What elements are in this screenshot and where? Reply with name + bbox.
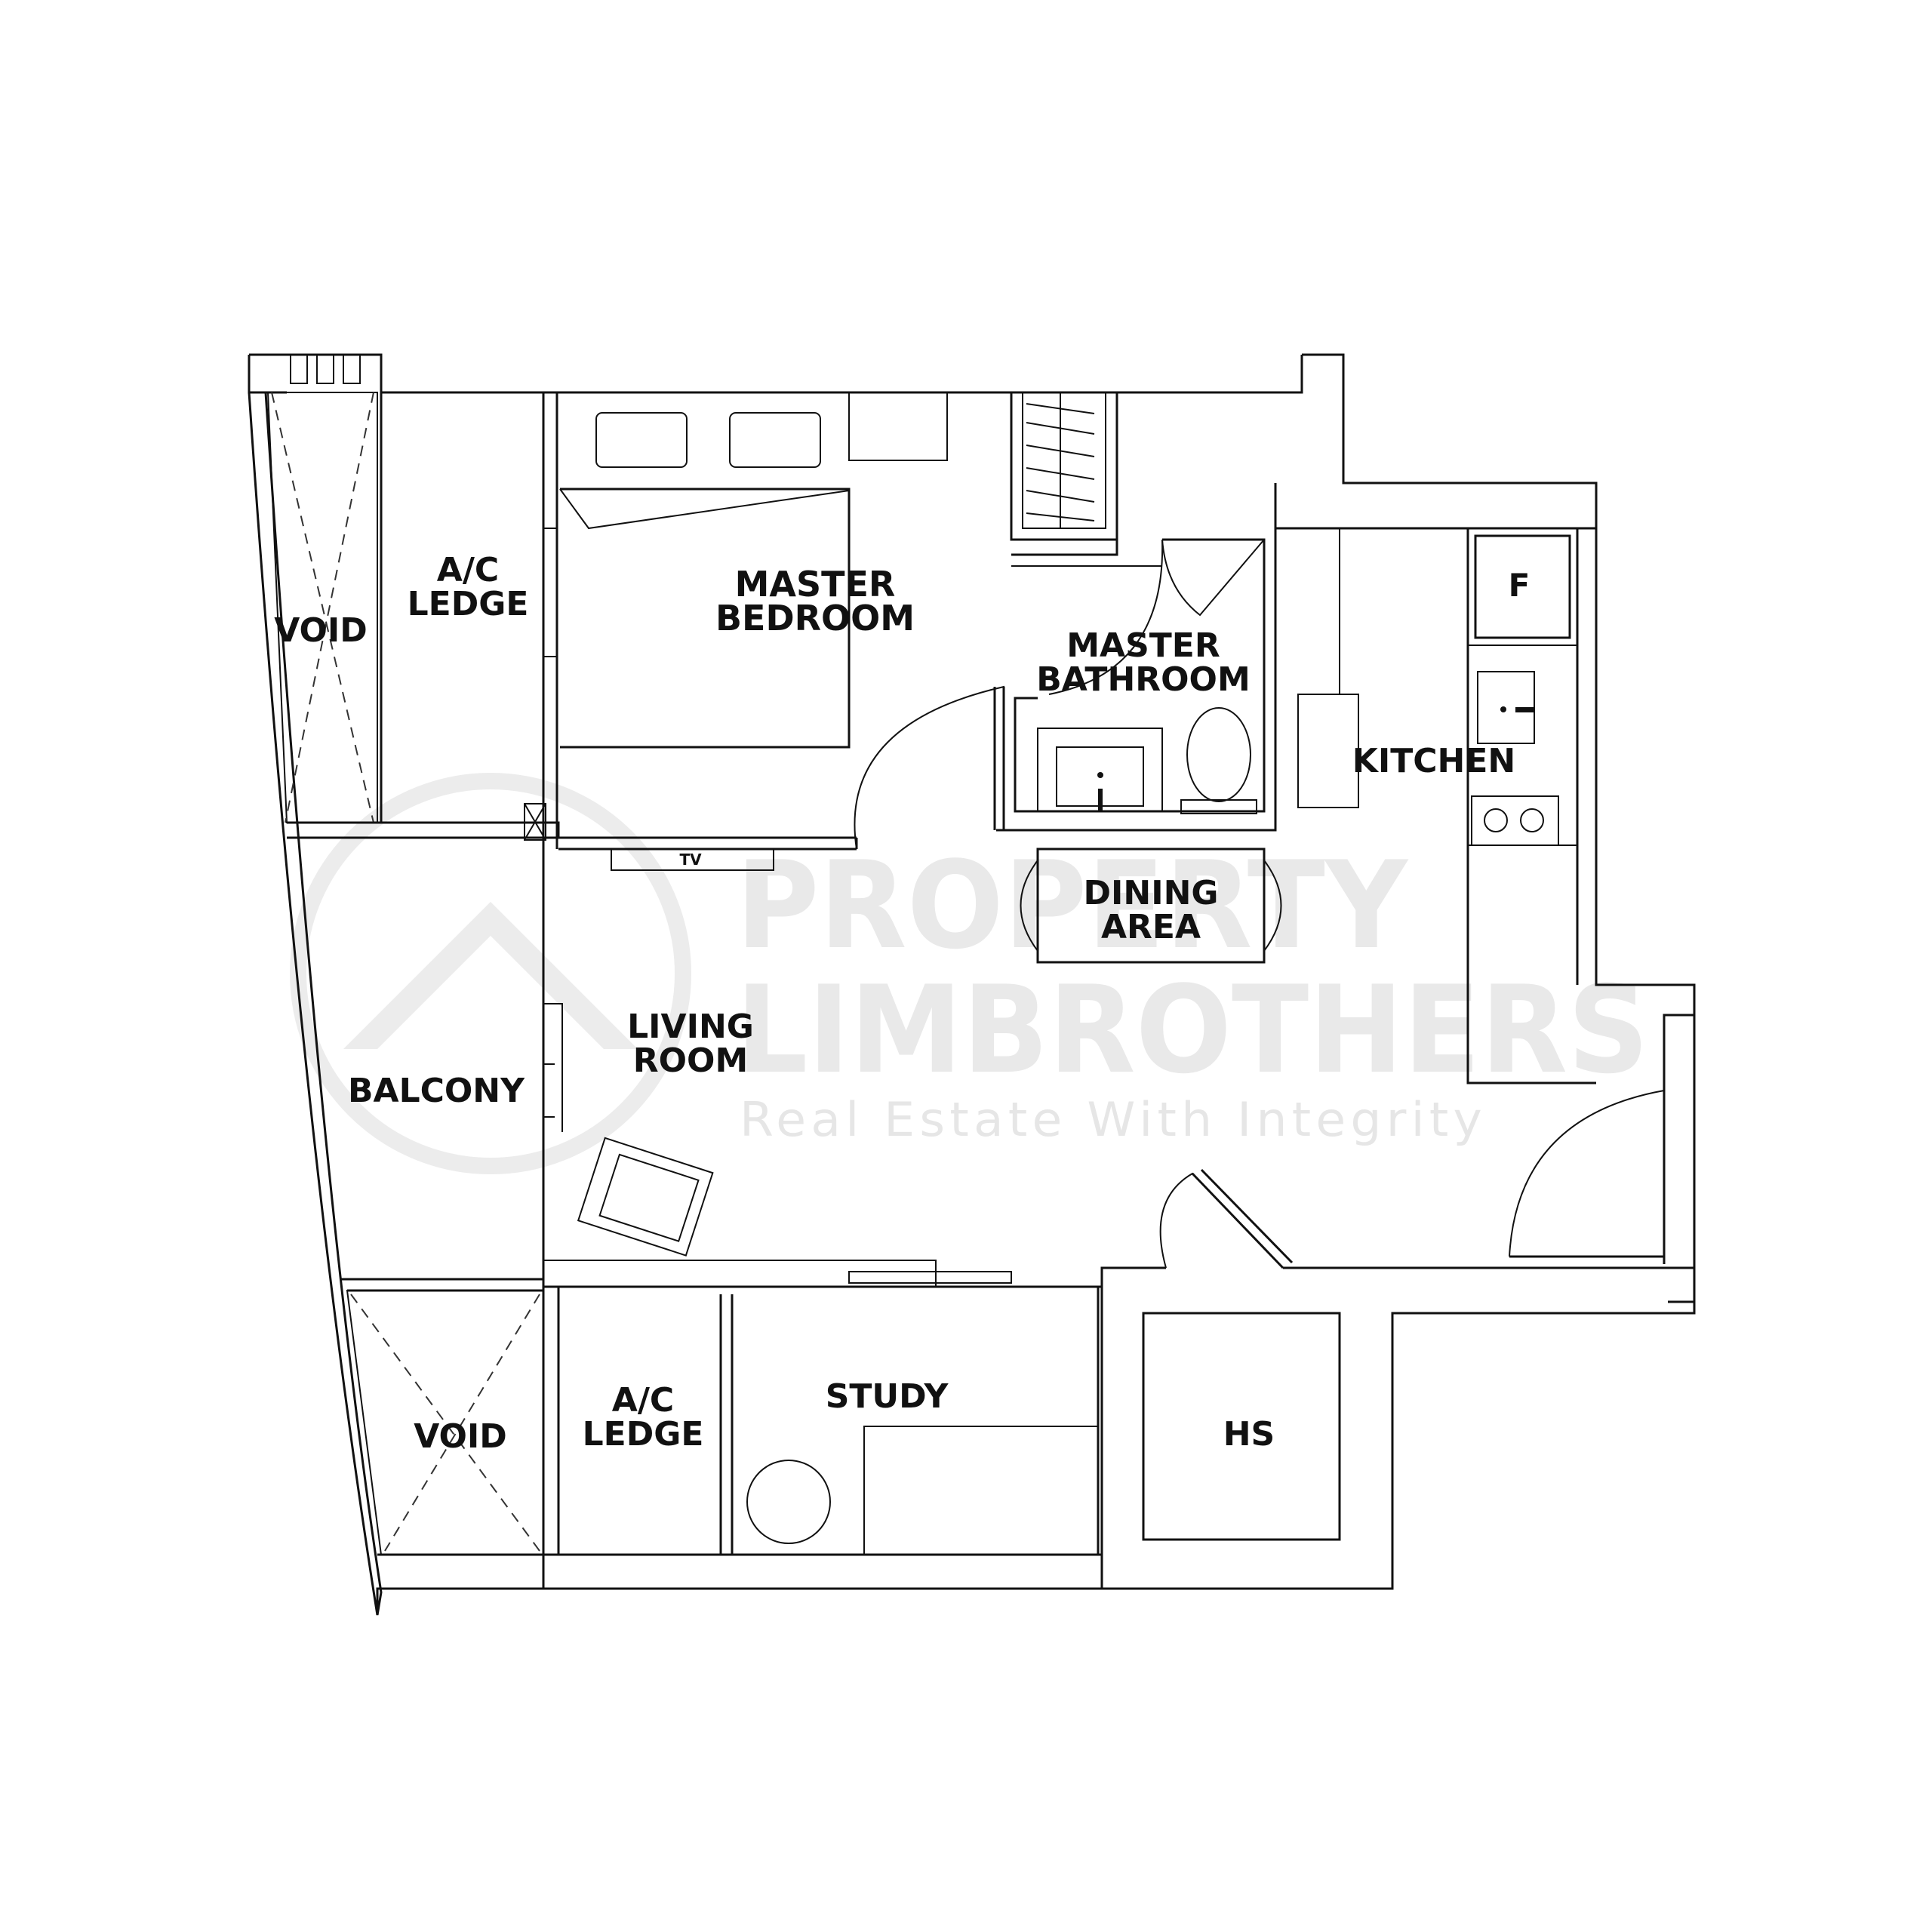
ac-ledge-bottom-label-2: LEDGE: [583, 1415, 704, 1454]
dining-area-label-2: AREA: [1101, 908, 1201, 946]
fridge: [1474, 534, 1571, 639]
kitchen-cabinet: [1297, 694, 1359, 808]
master-bathroom-label-1: MASTER: [1066, 626, 1220, 665]
ac-ledge-bottom: [542, 1287, 734, 1555]
master-bedroom: [558, 392, 1005, 871]
wardrobe: [1010, 392, 1162, 567]
bed: [560, 488, 851, 749]
watermark-line2: LIMBROTHERS: [736, 959, 1649, 1100]
dining-chair-left: [1020, 860, 1038, 952]
cooktop: [1471, 795, 1559, 846]
master-bathroom-label-2: BATHROOM: [1036, 660, 1251, 699]
dining-chair-right: [1263, 860, 1282, 952]
armchair: [577, 1137, 714, 1257]
main-door: [1509, 1090, 1665, 1257]
watermark: PROPERTY LIMBROTHERS Real Estate With In…: [290, 773, 1649, 1174]
ac-ledge-top-label-2: LEDGE: [408, 585, 529, 623]
watermark-tagline: Real Estate With Integrity: [740, 1092, 1487, 1147]
study: [558, 1285, 1100, 1555]
study-desk: [863, 1426, 1099, 1555]
ac-ledge-top: [287, 392, 560, 849]
hs-door: [1159, 1172, 1284, 1269]
kitchen: [1297, 528, 1596, 1084]
pillow-right: [729, 412, 821, 468]
dining-area: [1020, 848, 1282, 964]
dining-area-label-1: DINING: [1083, 874, 1218, 912]
watermark-house-icon: [343, 902, 638, 1049]
bathroom-door: [1161, 539, 1265, 617]
tv-console: [611, 848, 774, 871]
void-top: [266, 392, 378, 823]
study-chair: [746, 1460, 831, 1544]
master-bathroom: [996, 483, 1277, 832]
void-bottom-label: VOID: [414, 1417, 507, 1456]
bedside-cabinet: [848, 392, 948, 461]
watermark-logo-icon: [290, 773, 691, 1174]
master-bedroom-label-1: MASTER: [735, 564, 896, 605]
dining-table: [1036, 848, 1266, 964]
void-top-label: VOID: [274, 611, 368, 650]
pillow-left: [595, 412, 688, 468]
study-label: STUDY: [826, 1377, 949, 1416]
tv-label: TV: [679, 851, 702, 869]
ac-ledge-top-label-1: A/C: [437, 551, 499, 589]
living-room-label-2: ROOM: [633, 1041, 748, 1080]
kitchen-label: KITCHEN: [1352, 742, 1515, 780]
room-labels: VOID A/C LEDGE MASTER BEDROOM MASTER BAT…: [274, 551, 1530, 1456]
main-entrance: [1159, 1090, 1665, 1269]
balcony-label: BALCONY: [348, 1072, 525, 1110]
living-room-label-1: LIVING: [627, 1008, 754, 1046]
master-bedroom-label-2: BEDROOM: [715, 598, 915, 638]
bedroom-door: [854, 685, 1004, 850]
fridge-label: F: [1509, 567, 1531, 604]
ac-ledge-bottom-label-1: A/C: [612, 1381, 674, 1420]
toilet: [1186, 707, 1251, 802]
hs-label: HS: [1223, 1415, 1275, 1454]
household-shelter: [1142, 1312, 1341, 1541]
watermark-line1: PROPERTY: [736, 835, 1409, 976]
